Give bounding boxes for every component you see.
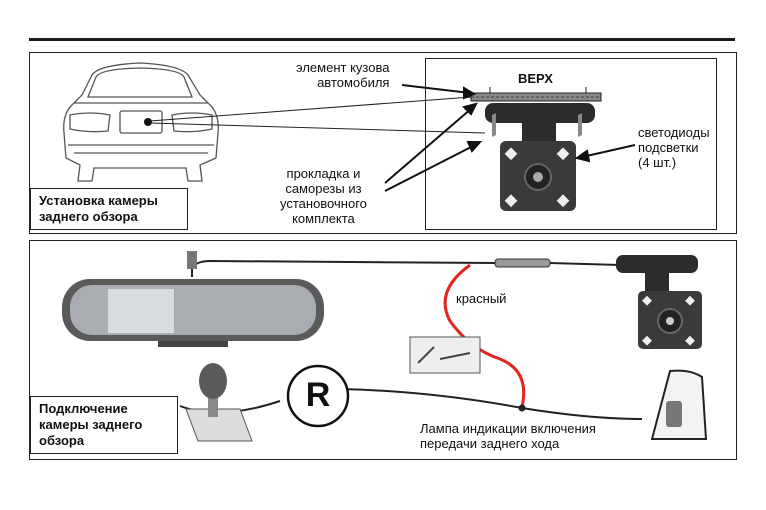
label-top: ВЕРХ: [518, 71, 553, 86]
label-leds: светодиоды подсветки (4 шт.): [638, 125, 710, 170]
reverse-indicator-circle: [286, 364, 350, 428]
installation-illustration: [63, 62, 636, 211]
tool-inset: [409, 336, 481, 374]
connection-illustration: [62, 251, 708, 442]
connection-caption: Подключение камеры заднего обзора: [30, 396, 178, 454]
label-body-element: элемент кузова автомобиля: [296, 60, 390, 90]
label-red-wire: красный: [456, 291, 507, 306]
camera-mount-detail: [470, 87, 602, 211]
tail-lamp-illustration: [650, 369, 708, 440]
installation-panel: элемент кузова автомобиля ВЕРХ прокладка…: [29, 52, 737, 234]
mount-detail-frame: [425, 58, 717, 230]
connection-panel: красный R Лампа индикации включения пере…: [29, 240, 737, 460]
label-reverse-lamp: Лампа индикации включения передачи задне…: [420, 421, 596, 451]
reverse-letter: R: [305, 376, 331, 414]
mirror-dvr-illustration: [62, 279, 324, 347]
gear-shifter-illustration: [185, 363, 253, 442]
red-wire: [443, 263, 526, 408]
top-rule: [29, 38, 735, 41]
callout-arrows: [384, 84, 636, 192]
camera-mount-point: [144, 118, 152, 126]
installation-caption: Установка камеры заднего обзора: [30, 188, 188, 230]
rear-camera-illustration: [616, 255, 702, 349]
label-gasket-screws: прокладка и саморезы из установочного ко…: [280, 166, 367, 226]
car-rear-illustration: [63, 62, 219, 182]
wire-connector: [494, 258, 551, 268]
mirror-plug: [187, 251, 197, 269]
